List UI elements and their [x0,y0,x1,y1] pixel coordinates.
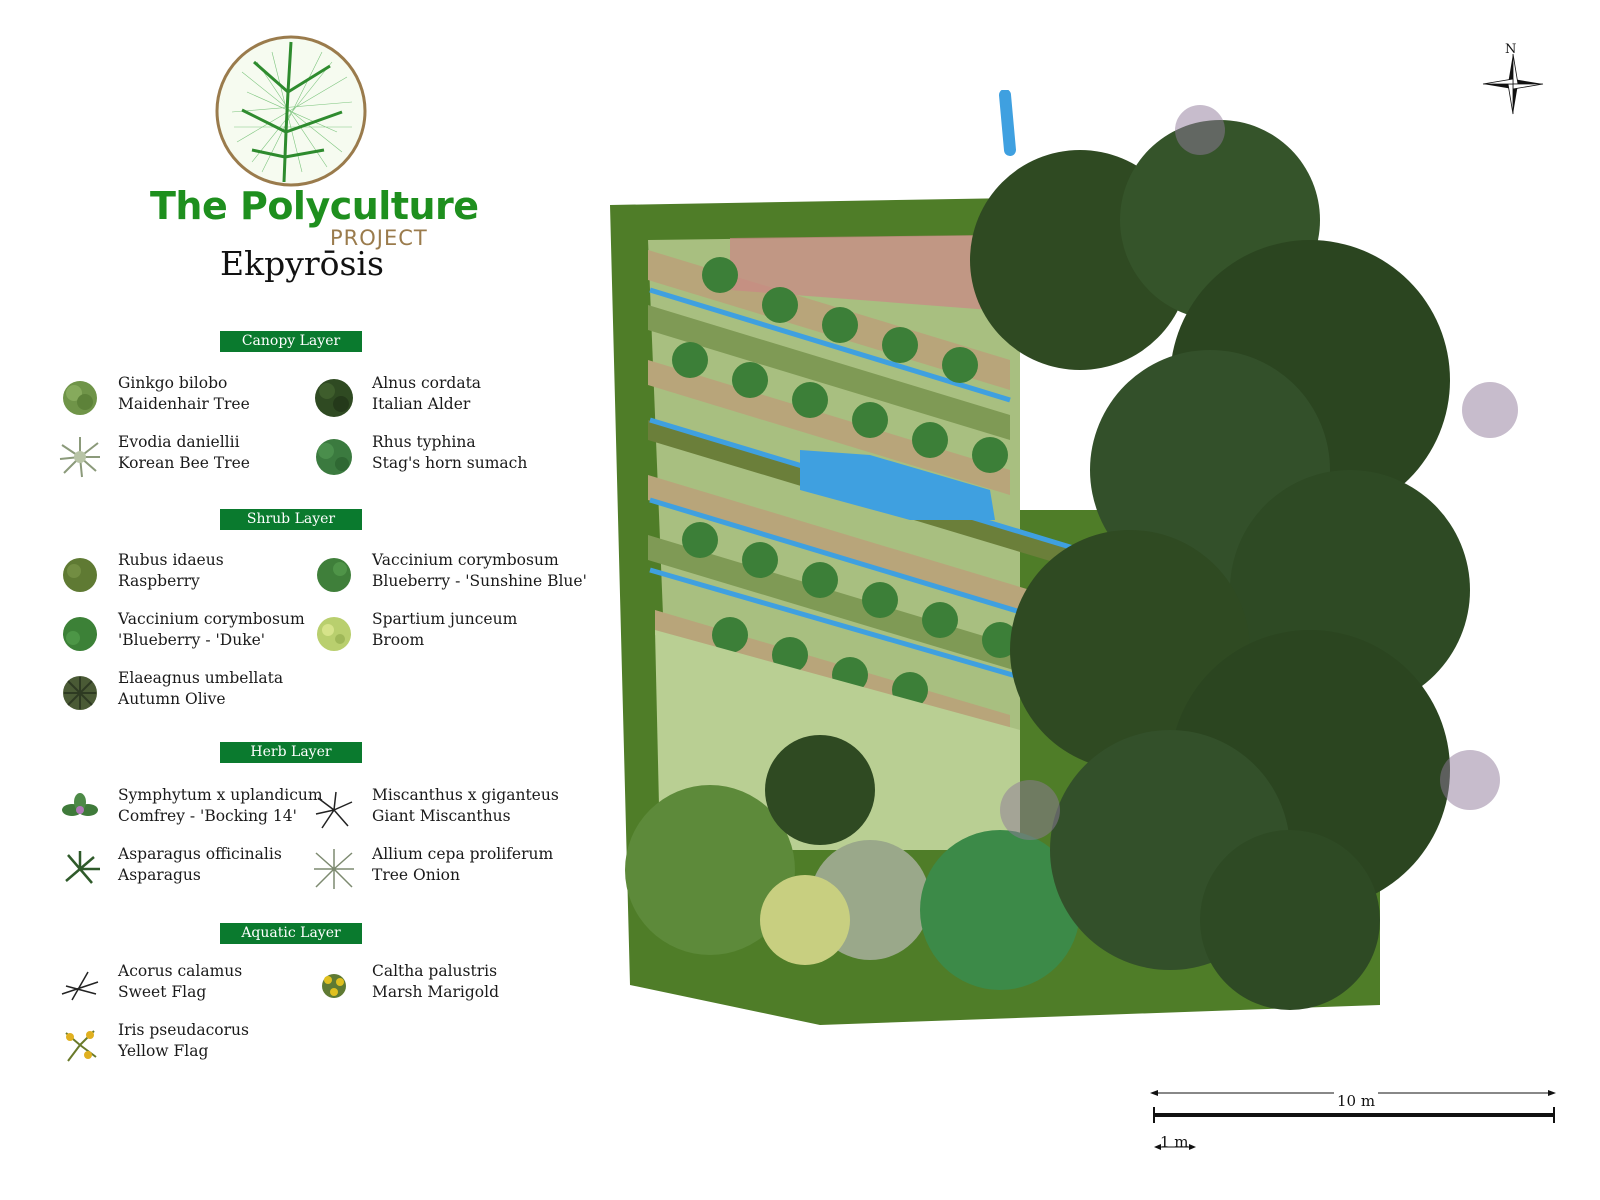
brand-title: The Polyculture [150,184,479,228]
legend-item-sweet-flag: Acorus calamus Sweet Flag [58,962,328,1008]
legend-item-miscanthus: Miscanthus x giganteus Giant Miscanthus [312,786,582,832]
ginkgo-icon [63,381,97,415]
water-inlet [999,90,1016,156]
broom-icon [317,617,351,651]
tree-blossom-accents [1000,105,1518,840]
legend-item-blueberry-sunshine: Vaccinium corymbosum Blueberry - 'Sunshi… [312,551,587,597]
lower-shrubs [625,735,1080,990]
legend-item-yellow-flag: Iris pseudacorus Yellow Flag [58,1021,328,1067]
legend-item-tree-onion: Allium cepa proliferum Tree Onion [312,845,582,891]
sweet-flag-icon [61,971,99,1001]
pond [800,450,995,520]
asparagus-icon [65,851,100,884]
blueberry-sunshine-icon [317,558,351,592]
canopy-trees [970,120,1470,1010]
brand-subtitle: PROJECT [330,226,428,250]
legend-item-raspberry: Rubus idaeus Raspberry [58,551,328,597]
legend-item-broom: Spartium junceum Broom [312,610,582,656]
aquatic-layer-heading: Aquatic Layer [220,923,362,944]
marsh-marigold-icon [322,974,346,998]
herb-layer-heading: Herb Layer [220,742,362,763]
legend-item-ginkgo: Ginkgo bilobo Maidenhair Tree [58,374,328,420]
compass-north-label: N [1505,42,1517,57]
legend-item-autumn-olive: Elaeagnus umbellata Autumn Olive [58,669,328,715]
alder-icon [315,379,353,417]
scale-label-10m: 10 m [1334,1092,1379,1110]
autumn-olive-icon [63,676,97,710]
bee-tree-icon [59,437,100,478]
design-name: Ekpyrōsis [220,244,384,283]
legend-item-alder: Alnus cordata Italian Alder [312,374,582,420]
blueberry-duke-icon [63,617,97,651]
legend-item-sumach: Rhus typhina Stag's horn sumach [312,433,582,479]
flower-strip [730,235,990,310]
tree-onion-icon [314,849,354,889]
legend-item-asparagus: Asparagus officinalis Asparagus [58,845,328,891]
legend-item-comfrey: Symphytum x uplandicum Comfrey - 'Bockin… [58,786,328,832]
shrub-layer-heading: Shrub Layer [220,509,362,530]
raspberry-icon [63,558,97,592]
legend-item-bee-tree: Evodia daniellii Korean Bee Tree [58,433,328,479]
scale-label-1m: 1 m [1160,1133,1189,1151]
comfrey-icon [62,793,98,816]
canopy-layer-heading: Canopy Layer [220,331,362,352]
garden-plan [610,90,1518,1025]
legend-item-blueberry-duke: Vaccinium corymbosum 'Blueberry - 'Duke' [58,610,328,656]
sumach-icon [316,439,352,475]
legend-item-marsh-marigold: Caltha palustris Marsh Marigold [312,962,582,1008]
miscanthus-icon [315,791,353,829]
leaf-logo-icon [215,35,367,187]
compass-rose-icon [1482,53,1544,115]
yellow-flag-icon [65,1030,97,1062]
